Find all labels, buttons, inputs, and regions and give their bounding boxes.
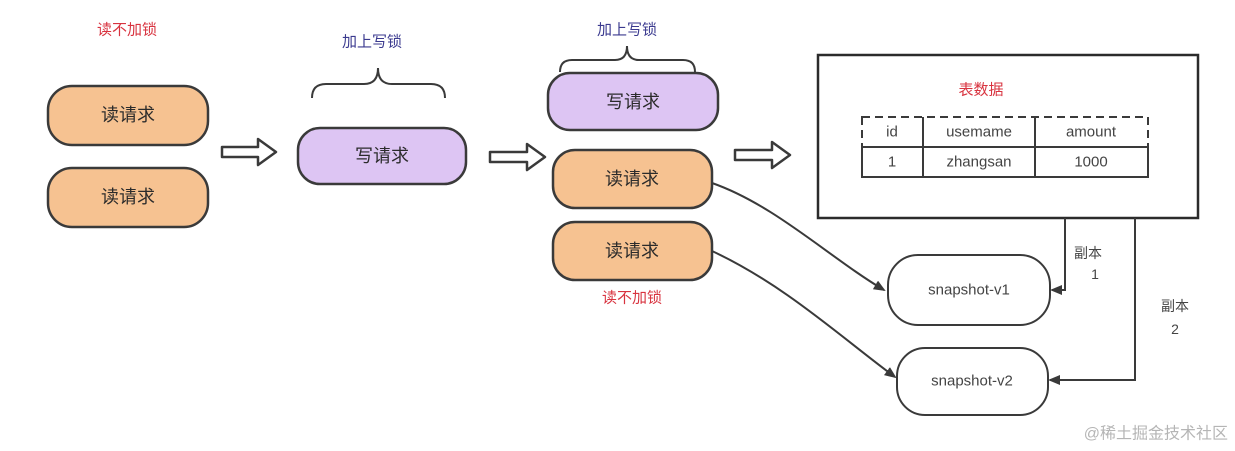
copy-connector-arrow bbox=[1048, 218, 1136, 385]
read-request-box: 读请求 bbox=[551, 220, 714, 282]
snapshot-label: snapshot-v2 bbox=[931, 373, 1013, 390]
copy-number: 1 bbox=[1091, 266, 1099, 282]
read-to-snapshot-arrow bbox=[711, 182, 886, 292]
hollow-arrow-icon bbox=[733, 140, 792, 170]
watermark: @稀土掘金技术社区 bbox=[1084, 425, 1228, 443]
curly-brace-icon bbox=[311, 67, 446, 99]
table-cell: 1000 bbox=[1074, 154, 1107, 171]
copy-label: 副本 bbox=[1074, 245, 1102, 261]
curly-brace-icon bbox=[559, 45, 696, 73]
write-request-label: 写请求 bbox=[355, 146, 409, 166]
snapshot-box: snapshot-v1 bbox=[887, 254, 1051, 326]
table-cell: zhangsan bbox=[946, 154, 1011, 171]
read-request-label: 读请求 bbox=[605, 241, 659, 261]
table-header-cell: amount bbox=[1066, 124, 1117, 141]
read-request-box: 读请求 bbox=[46, 166, 210, 229]
table-cell: 1 bbox=[888, 154, 896, 171]
write-lock-label: 加上写锁 bbox=[342, 34, 402, 51]
table-header-cell: id bbox=[886, 124, 898, 141]
read-to-snapshot-arrow bbox=[711, 250, 897, 379]
hollow-arrow-icon bbox=[220, 137, 278, 167]
write-lock-label: 加上写锁 bbox=[597, 22, 657, 39]
read-request-box: 读请求 bbox=[551, 148, 714, 210]
no-lock-label-right: 读不加锁 bbox=[602, 290, 662, 307]
snapshot-label: snapshot-v1 bbox=[928, 282, 1010, 299]
read-request-label: 读请求 bbox=[101, 187, 155, 207]
copy-number: 2 bbox=[1171, 321, 1179, 337]
read-request-box: 读请求 bbox=[46, 84, 210, 147]
table-header-cell: usemame bbox=[946, 124, 1012, 141]
write-request-box: 写请求 bbox=[296, 126, 468, 186]
write-request-label: 写请求 bbox=[606, 92, 660, 112]
data-table: id usemame amount 1 zhangsan 1000 bbox=[861, 116, 1149, 178]
write-request-box: 写请求 bbox=[546, 71, 720, 132]
read-request-label: 读请求 bbox=[101, 105, 155, 125]
copy-connector-arrow bbox=[1050, 218, 1066, 295]
table-title: 表数据 bbox=[958, 82, 1003, 99]
read-request-label: 读请求 bbox=[605, 169, 659, 189]
hollow-arrow-icon bbox=[488, 142, 547, 172]
copy-label: 副本 bbox=[1161, 298, 1189, 314]
snapshot-box: snapshot-v2 bbox=[896, 347, 1049, 416]
no-lock-label-left: 读不加锁 bbox=[97, 22, 157, 39]
